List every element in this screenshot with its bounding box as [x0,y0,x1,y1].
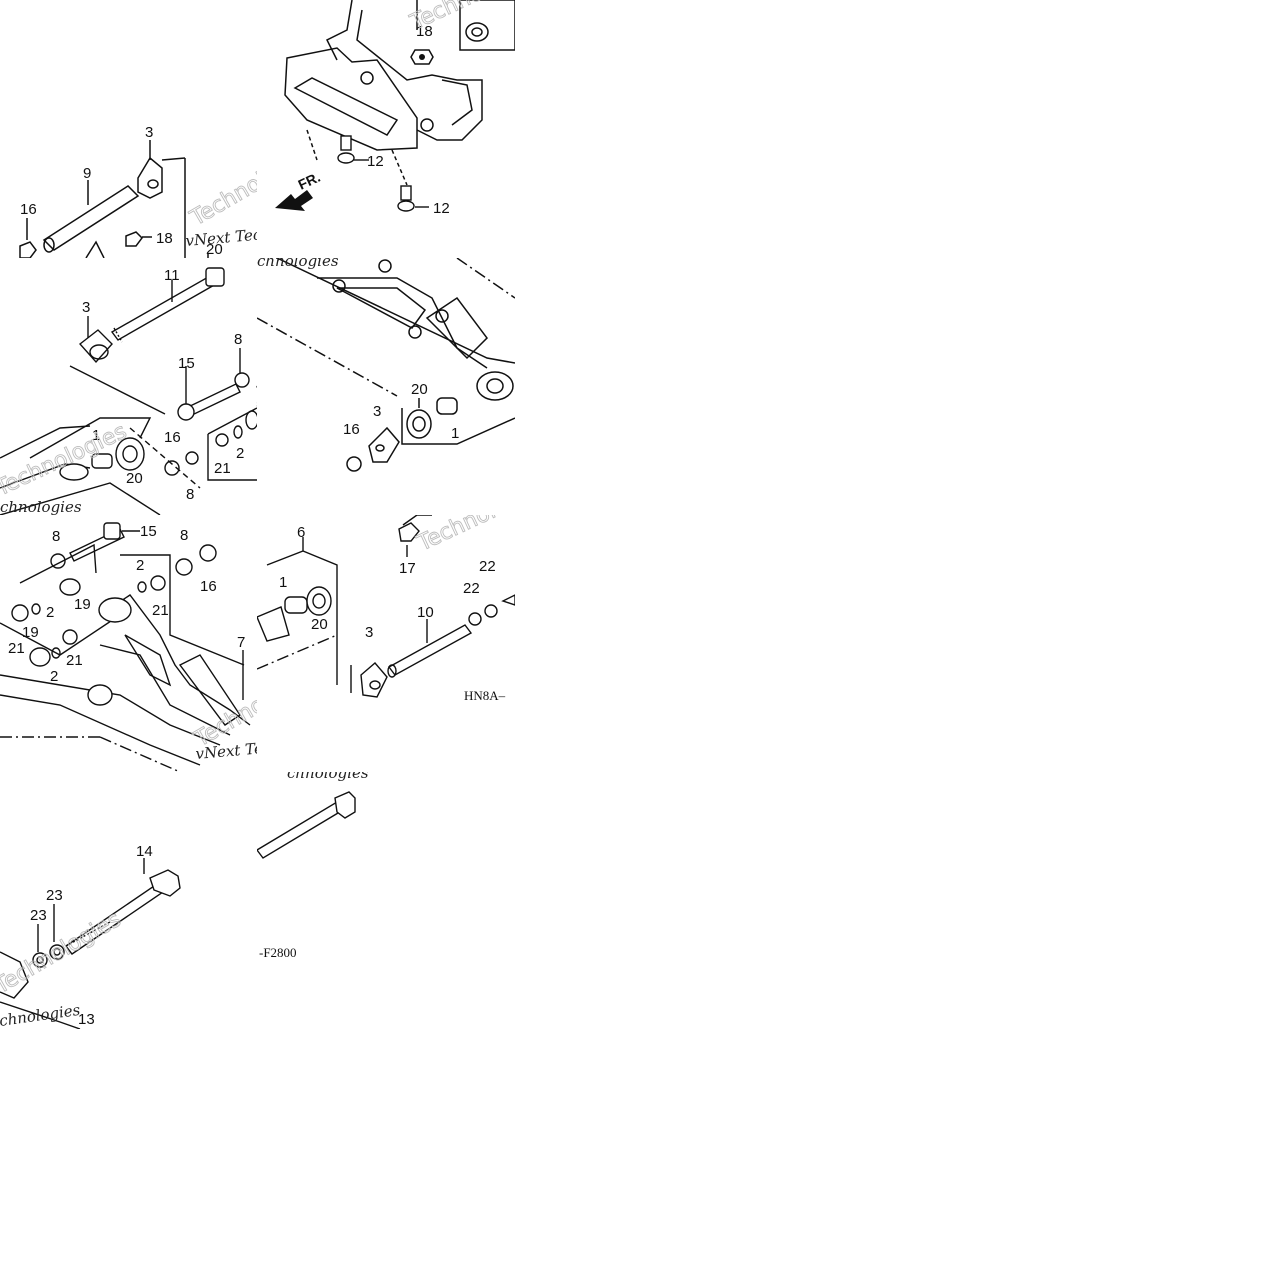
callout: 1 [92,427,100,444]
callout: 13 [78,1011,95,1028]
lower-arm-drawing: 15 8 2 8 16 19 2 21 19 21 21 2 7 vNext T… [0,522,257,772]
callout: 3 [145,124,153,141]
pivot-pipe-lower-drawing: 6 1 20 17 22 22 10 3 HN8A– Technologies [257,515,515,703]
callout: 23 [46,887,63,904]
callout: 8 [52,528,60,545]
watermark: Technologies [413,515,515,557]
tile-pivot-pipe: 3 9 16 18 20 vNext Tec Technologies [0,0,257,258]
tile-bolt-end: -F2800 chnologies [257,772,515,1029]
callout: 21 [66,652,83,669]
callout: 1 [279,574,287,591]
callout: 20 [126,470,143,487]
upper-arm-hardware-drawing: 11 3 15 8 4 5 1 16 2 20 21 8 Technologie… [0,267,257,515]
callout: 8 [234,331,242,348]
callout: 18 [416,23,433,40]
callout: 3 [365,624,373,641]
tile-swingarm-pivot: 20 3 16 1 chnologies [257,258,515,515]
callout: 16 [200,578,217,595]
pipe-10 [387,624,473,676]
callout: 9 [83,165,91,182]
watermark: Technologies [186,139,257,232]
callout: 10 [417,604,434,621]
callout: 6 [297,524,305,541]
callout: 18 [156,230,173,247]
callout: 12 [433,200,450,217]
callout: 12 [367,153,384,170]
callout: 16 [343,421,360,438]
bushing-3 [137,156,163,199]
callout: 8 [186,486,194,503]
pivot-bolt-drawing: 14 23 23 13 Technologies chnologies [0,843,181,1029]
bracket-plate [284,47,418,151]
callout: 11 [164,267,180,284]
callout: 5 [256,395,257,412]
bolt-12-upper-icon [337,135,369,164]
pipe-9 [42,185,140,251]
callout: 20 [206,241,223,258]
diagram-code: -F2800 [259,945,297,960]
callout: 3 [373,403,381,420]
callout: 14 [136,843,153,860]
callout: 1 [451,425,459,442]
watermark: chnologies [0,498,82,515]
bolt-end-drawing: -F2800 chnologies [257,772,369,960]
callout: 16 [164,429,181,446]
nut-18-icon [410,49,434,65]
callout: 21 [214,460,231,477]
callout: 2 [46,604,54,621]
tile-carrier-bracket: FR. 18 12 12 Technologies [257,0,515,258]
callout: 17 [399,560,416,577]
callout: 4 [256,377,257,394]
watermark: vNext Tec [185,225,257,250]
pivot-pipe-drawing: 3 9 16 18 20 vNext Tec Technologies [19,124,257,258]
bolt-12-lower-icon [397,185,429,212]
bushing-3-c [368,426,400,463]
bushing-1 [91,453,113,469]
callout: 3 [82,299,90,316]
callout: 22 [463,580,480,597]
tile-pivot-bolt: 14 23 23 13 Technologies chnologies [0,772,257,1029]
bushing-20-b [406,409,432,439]
bushing-1-b [436,397,458,415]
callout: 21 [152,602,169,619]
carrier-bracket-drawing: FR. 18 12 12 Technologies [275,0,515,217]
bolt-11 [110,275,218,341]
bushing-20-c [306,586,332,616]
callout: 19 [74,596,91,613]
callout: 16 [20,201,37,218]
callout: 2 [136,557,144,574]
watermark: chnologies [257,258,339,270]
callout: 15 [178,355,195,372]
watermark: chnologies [287,772,369,782]
callout: 20 [311,616,328,633]
bushing-3-d [360,662,388,698]
swingarm-pivot-drawing: 20 3 16 1 chnologies [257,258,515,472]
callout: 2 [236,445,244,462]
callout: 21 [8,640,25,657]
callout: 23 [30,907,47,924]
tile-lower-arm: 15 8 2 8 16 19 2 21 19 21 21 2 7 vNext T… [0,515,257,772]
diagram-code: HN8A– [464,688,506,703]
bushing-20 [115,437,145,471]
front-arrow-icon [275,190,313,211]
callout: 7 [237,634,245,651]
watermark: Technologies [0,907,125,1000]
callout: 20 [411,381,428,398]
front-marker: FR. [296,169,323,193]
callout: 22 [479,558,496,575]
callout: 8 [180,527,188,544]
bushing-1-c [284,596,308,614]
callout: 15 [140,523,157,540]
callout: 19 [22,624,39,641]
collar-8 [234,372,250,388]
callout: 2 [50,668,58,685]
tile-upper-arm-hardware: 11 3 15 8 4 5 1 16 2 20 21 8 Technologie… [0,258,257,515]
tile-pivot-pipe-lower: 6 1 20 17 22 22 10 3 HN8A– Technologies [257,515,515,772]
nut-18 [125,231,143,247]
nut-17 [398,522,420,542]
